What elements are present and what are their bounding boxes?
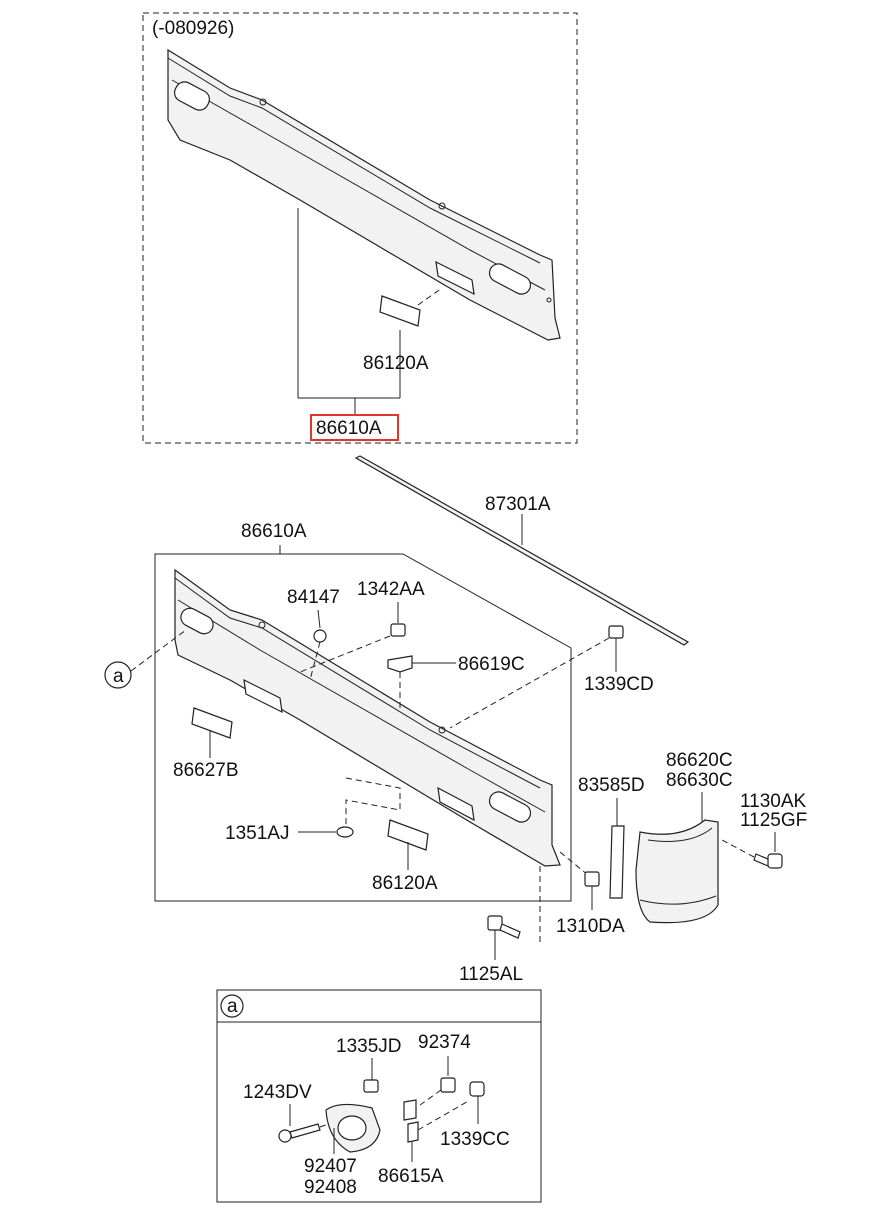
detail-callout-text: a: [227, 996, 238, 1017]
label-nut-1339cd: 1339CD: [584, 674, 654, 695]
label-bolt-84147: 84147: [287, 587, 340, 608]
nut-1339cd: [608, 625, 624, 639]
pad-left-shape: [191, 707, 233, 739]
nut-1339cc: [469, 1081, 485, 1097]
label-lamp-1: 86620C: [666, 750, 733, 771]
label-pad-left: 86627B: [173, 760, 239, 781]
rear-lamp-86620c: [635, 819, 719, 924]
label-molding: 87301A: [485, 494, 551, 515]
highlight-box: [310, 414, 399, 441]
label-pad-top: 86120A: [363, 353, 429, 374]
bracket-86619c: [387, 655, 413, 673]
main-group-frame: [154, 553, 572, 902]
label-lamp-92407: 92407: [304, 1156, 357, 1177]
callout-a-text: a: [113, 666, 124, 687]
label-screw-2: 1125GF: [740, 810, 807, 831]
nut-1342aa: [390, 623, 406, 637]
main-panel-illustration: [174, 568, 561, 867]
screw-1130ak: [753, 853, 783, 869]
label-clip-92374: 92374: [418, 1032, 471, 1053]
bracket-86615a: [403, 1099, 419, 1143]
tape-83585d: [609, 825, 625, 899]
top-group-frame: [142, 12, 578, 444]
label-panel-main: 86610A: [241, 521, 307, 542]
detail-callout-circle: [220, 994, 244, 1018]
label-tape: 83585D: [578, 775, 645, 796]
label-clip-1335jd: 1335JD: [336, 1036, 402, 1057]
label-bracket-86615a: 86615A: [378, 1166, 444, 1187]
clip-1335jd: [363, 1079, 379, 1093]
top-group-note: (-080926): [152, 18, 234, 39]
label-nut-1310da: 1310DA: [556, 916, 625, 937]
nut-1310da: [584, 871, 600, 887]
label-nut-1342aa: 1342AA: [357, 579, 425, 600]
pad-top-shape: [379, 295, 421, 327]
label-grommet: 1351AJ: [225, 823, 289, 844]
label-pad-bottom: 86120A: [372, 873, 438, 894]
clip-92374: [440, 1077, 456, 1093]
bolt-1125al: [487, 915, 521, 939]
label-bracket: 86619C: [458, 654, 525, 675]
grommet-1351aj: [336, 826, 354, 838]
screw-1243dv: [278, 1123, 321, 1143]
label-bolt-1125al: 1125AL: [459, 964, 523, 985]
label-screw-1: 1130AK: [740, 791, 807, 812]
detail-a-frame: [216, 989, 542, 1203]
molding-strip: [354, 455, 690, 646]
top-panel-illustration: [167, 48, 561, 341]
washer-84147: [313, 629, 327, 643]
label-lamp-2: 86630C: [666, 770, 733, 791]
label-nut-1339cc: 1339CC: [440, 1129, 510, 1150]
callout-a-circle[interactable]: [104, 661, 132, 689]
label-lamp-92408: 92408: [304, 1177, 357, 1198]
label-panel-top[interactable]: 86610A: [316, 418, 382, 439]
label-screw-1243dv: 1243DV: [243, 1082, 312, 1103]
pad-bottom-shape: [387, 819, 429, 851]
license-lamp-92407: [325, 1103, 381, 1153]
